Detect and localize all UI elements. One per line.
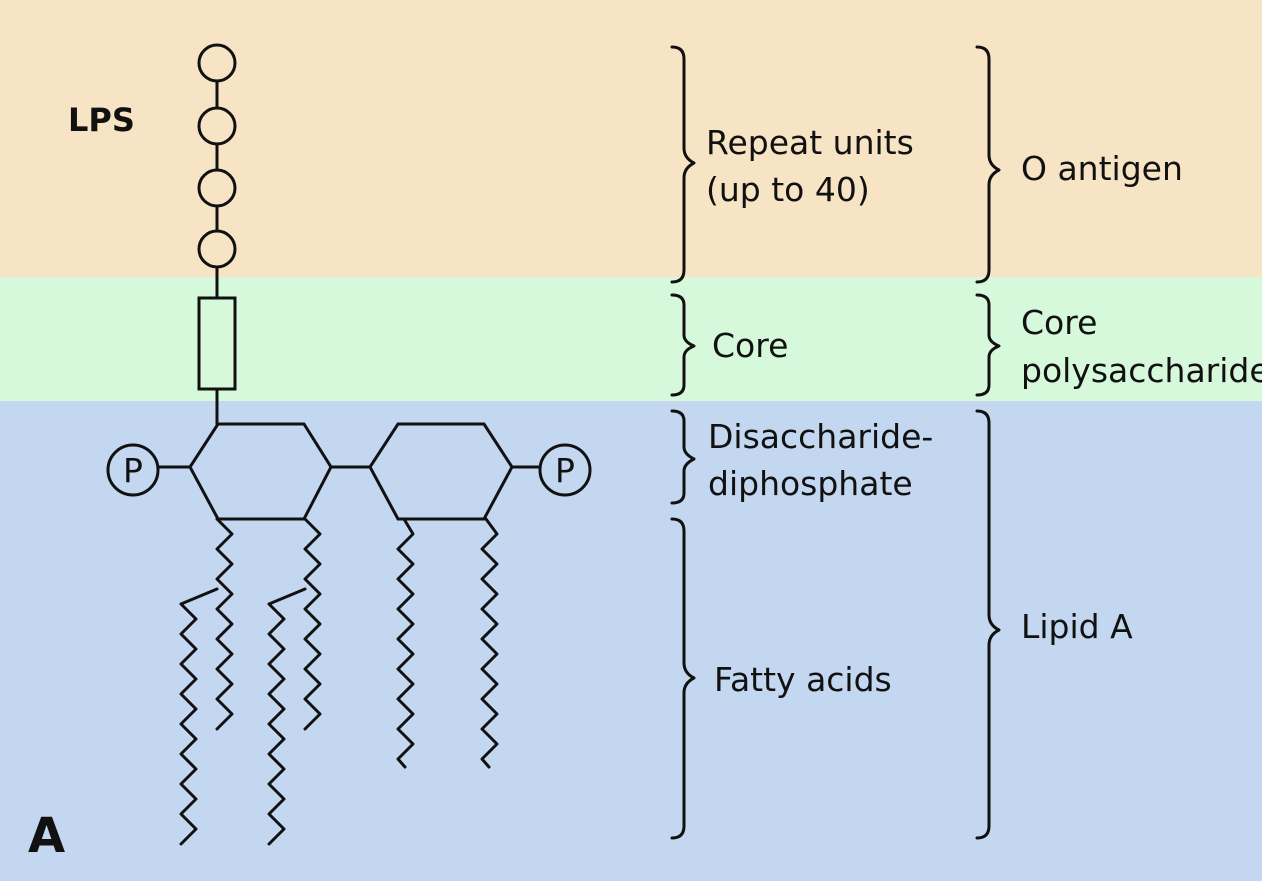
sugar-unit [197, 43, 237, 83]
fatty-acid-chains [179, 517, 499, 846]
diagram-title: LPS [68, 101, 135, 139]
brace-core-polysaccharide [975, 293, 1001, 397]
label-lipid-a: Lipid A [1021, 607, 1133, 646]
core-block [197, 296, 237, 391]
fatty-acid-branch [179, 587, 219, 846]
label-disaccharide-2: diphosphate [708, 464, 913, 503]
hexagon-right [368, 422, 514, 521]
lipid-a-band [0, 401, 1262, 881]
fatty-acid-chain [215, 517, 234, 731]
hexagon-left [188, 422, 333, 521]
brace-lipid-a [975, 409, 1001, 840]
label-fatty-acids: Fatty acids [714, 660, 892, 699]
panel-letter: A [28, 808, 65, 864]
label-repeat-units-2: (up to 40) [706, 170, 870, 209]
sugar-unit [197, 229, 237, 269]
phosphate-left-label: P [123, 451, 143, 490]
phosphate-right [538, 443, 592, 497]
label-disaccharide-1: Disaccharide- [708, 417, 933, 456]
label-core-polysaccharide-2: polysaccharide [1021, 351, 1262, 390]
label-o-antigen: O antigen [1021, 149, 1183, 188]
brace-repeat-units [670, 45, 696, 284]
brace-disaccharide [670, 409, 696, 505]
fatty-acid-branch [267, 587, 307, 846]
label-repeat-units-1: Repeat units [706, 123, 914, 162]
sugar-unit [197, 168, 237, 208]
phosphate-left [106, 443, 160, 497]
label-core-polysaccharide-1: Core [1021, 303, 1097, 342]
fatty-acid-chain [396, 517, 415, 769]
repeat-unit-chain [197, 43, 237, 300]
fatty-acid-chain [303, 517, 322, 731]
fatty-acid-chain [480, 517, 499, 769]
sugar-unit [197, 106, 237, 146]
brace-fatty-acids [670, 517, 696, 840]
brace-core [670, 293, 696, 397]
brace-o-antigen [975, 45, 1001, 284]
label-core: Core [712, 326, 788, 365]
phosphate-right-label: P [555, 451, 575, 490]
